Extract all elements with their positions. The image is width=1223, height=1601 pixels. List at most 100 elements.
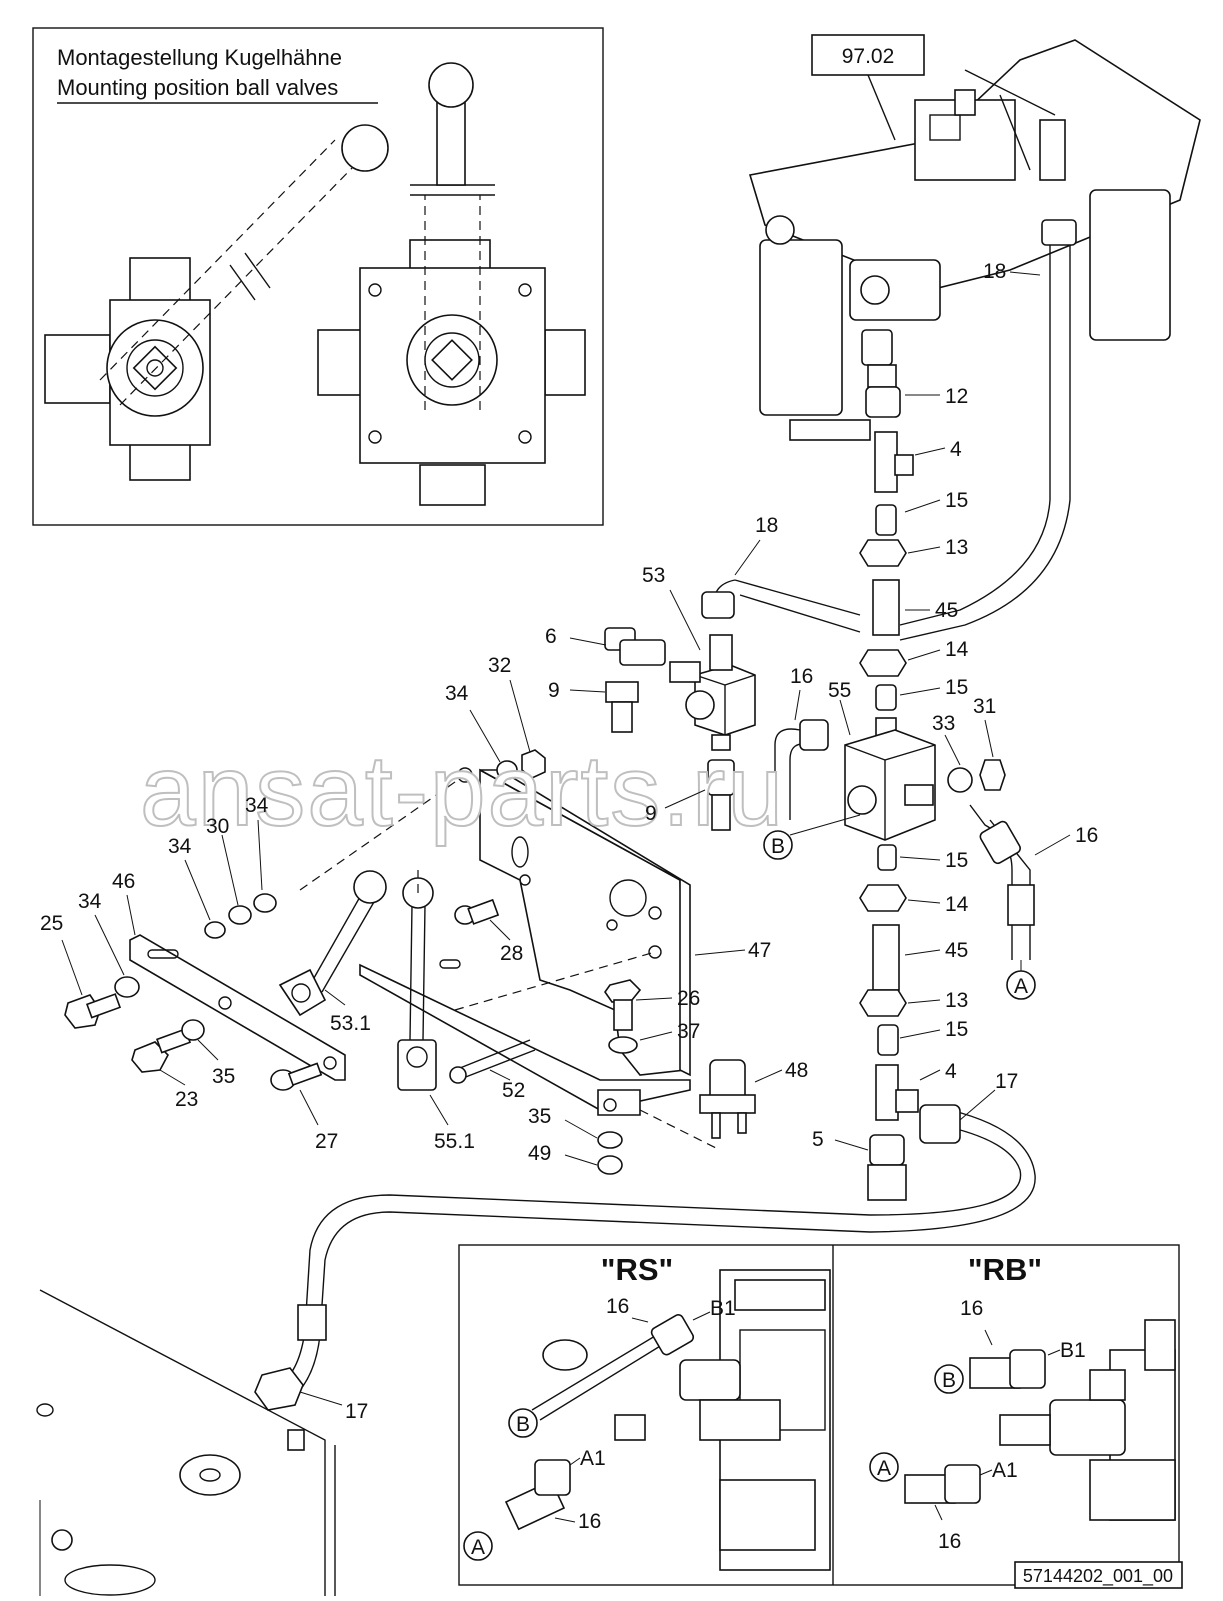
hose-18-long <box>899 219 1077 641</box>
callout-12: 12 <box>945 385 968 408</box>
callout-15-b: 15 <box>945 676 968 699</box>
watermark: ansat-parts.ru <box>140 735 785 847</box>
svg-text:A: A <box>1014 975 1028 998</box>
callout-52: 52 <box>502 1079 525 1102</box>
detail-rb-a1: A1 <box>992 1459 1018 1482</box>
callout-49: 49 <box>528 1142 551 1165</box>
marker-b-main <box>763 830 793 860</box>
callout-9-upper: 9 <box>548 679 560 702</box>
valve-block-55 <box>844 729 1006 841</box>
svg-text:B: B <box>771 835 785 858</box>
callout-18-right: 18 <box>983 260 1006 283</box>
detail-panels: "RS" B1 A1 16 16 B A "RB" <box>458 1244 1180 1586</box>
reference-box-label: 97.02 <box>842 45 895 68</box>
callout-46: 46 <box>112 870 135 893</box>
callout-30: 30 <box>206 815 229 838</box>
callout-45-lower: 45 <box>945 939 968 962</box>
callout-34-c: 34 <box>168 835 192 858</box>
fitting-stack-upper <box>859 329 914 754</box>
callout-23: 23 <box>175 1088 198 1111</box>
callout-15-a: 15 <box>945 489 968 512</box>
valve-block-53 <box>604 579 861 831</box>
detail-rs-label-16-top: 16 <box>606 1295 629 1318</box>
lever-53-1 <box>278 870 387 1017</box>
detail-rb-title: "RB" <box>968 1252 1042 1287</box>
link-bar-46 <box>64 893 346 1091</box>
drawing-number-box: 57144202_001_00 <box>1014 1561 1183 1589</box>
hose-17 <box>254 1104 1036 1411</box>
callout-48: 48 <box>785 1059 808 1082</box>
callout-37: 37 <box>677 1020 700 1043</box>
callout-25: 25 <box>40 912 63 935</box>
svg-text:A: A <box>471 1536 485 1559</box>
callouts: 12 4 15 13 45 14 15 18 18 53 6 9 9 32 34… <box>40 260 1098 1423</box>
detail-frame <box>458 1244 1180 1586</box>
detail-rb-label-16-bottom: 16 <box>938 1530 961 1553</box>
callout-13-lower: 13 <box>945 989 968 1012</box>
callout-47: 47 <box>748 939 771 962</box>
svg-text:B: B <box>942 1369 956 1392</box>
reference-box <box>811 34 925 76</box>
hardware-small <box>449 749 756 1175</box>
callout-6: 6 <box>545 625 557 648</box>
callout-53: 53 <box>642 564 665 587</box>
detail-rs-label-16-bottom: 16 <box>578 1510 601 1533</box>
marker-a-main <box>1006 970 1036 1000</box>
hose-16-right <box>969 804 1035 960</box>
callout-34-b: 34 <box>245 794 269 817</box>
lever-55-1 <box>397 870 437 1091</box>
svg-text:A: A <box>877 1457 891 1480</box>
ball-valve-angled <box>44 124 389 481</box>
callout-31: 31 <box>973 695 996 718</box>
connector-markers-main: B A <box>763 814 1036 1000</box>
callout-26: 26 <box>677 987 700 1010</box>
callout-15-d: 15 <box>945 1018 968 1041</box>
callout-5: 5 <box>812 1128 824 1151</box>
inset-title-en: Mounting position ball valves <box>57 75 338 100</box>
callout-33: 33 <box>932 712 955 735</box>
callout-9-lower: 9 <box>645 802 657 825</box>
callout-14-lower: 14 <box>945 893 969 916</box>
callout-4-lower: 4 <box>945 1060 957 1083</box>
callout-17-lower: 17 <box>345 1400 368 1423</box>
detail-rb-marker-a <box>869 1452 899 1482</box>
hose-16-upper <box>774 719 829 820</box>
detail-rb-marker-b <box>934 1364 964 1394</box>
callout-45-upper: 45 <box>935 599 958 622</box>
callout-35-left: 35 <box>212 1065 235 1088</box>
inset-title-de: Montagestellung Kugelhähne <box>57 45 342 70</box>
svg-text:B: B <box>516 1413 530 1436</box>
detail-rb-label-16-top: 16 <box>960 1297 983 1320</box>
detail-rs-title: "RS" <box>601 1252 673 1287</box>
ball-valve-straight <box>317 62 586 506</box>
detail-rs-b1: B1 <box>710 1297 736 1320</box>
callout-4-upper: 4 <box>950 438 962 461</box>
callout-53-1: 53.1 <box>330 1012 371 1035</box>
callout-55-1: 55.1 <box>434 1130 475 1153</box>
inset-frame <box>32 27 604 526</box>
callout-34-d: 34 <box>78 890 102 913</box>
callout-16-right: 16 <box>1075 824 1098 847</box>
filter-assembly: 97.02 <box>748 34 1201 441</box>
callout-14-upper: 14 <box>945 638 969 661</box>
detail-rs-a1: A1 <box>580 1447 606 1470</box>
callout-35-lower: 35 <box>528 1105 551 1128</box>
detail-rb-b1: B1 <box>1060 1339 1086 1362</box>
tank <box>36 1289 336 1596</box>
drawing-number: 57144202_001_00 <box>1023 1566 1173 1587</box>
callout-28: 28 <box>500 942 523 965</box>
callout-55: 55 <box>828 679 851 702</box>
callout-16-upper: 16 <box>790 665 813 688</box>
callout-27: 27 <box>315 1130 338 1153</box>
callout-17-upper: 17 <box>995 1070 1018 1093</box>
callout-15-c: 15 <box>945 849 968 872</box>
callout-13-upper: 13 <box>945 536 968 559</box>
inset-mounting-position: Montagestellung Kugelhähne Mounting posi… <box>32 27 604 526</box>
callout-32: 32 <box>488 654 511 677</box>
detail-rs-marker-a <box>463 1531 493 1561</box>
fitting-stack-lower <box>859 844 919 1201</box>
detail-rs-marker-b <box>508 1408 538 1438</box>
callout-34-top: 34 <box>445 682 469 705</box>
